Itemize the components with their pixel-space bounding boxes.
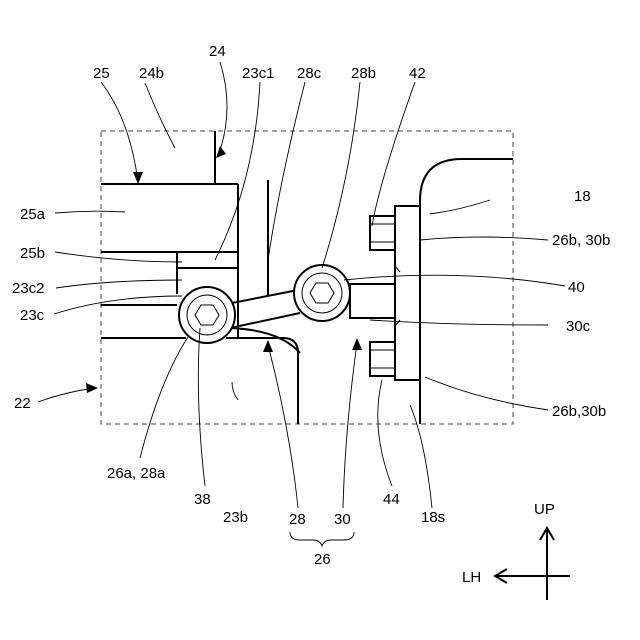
label-25: 25	[93, 65, 110, 82]
label-18: 18	[574, 188, 591, 205]
label-44: 44	[383, 491, 400, 508]
label-28b: 28b	[351, 65, 376, 82]
label-23c2: 23c2	[12, 280, 45, 297]
label-42: 42	[409, 65, 426, 82]
label-25a: 25a	[20, 206, 46, 223]
label-30: 30	[334, 511, 351, 528]
label-23c: 23c	[20, 307, 45, 324]
label-28c: 28c	[297, 65, 322, 82]
label-18s: 18s	[421, 509, 445, 526]
label-40: 40	[568, 279, 585, 296]
label-23b: 23b	[223, 509, 248, 526]
label-23c1: 23c1	[242, 65, 275, 82]
direction-up-label: UP	[534, 501, 555, 518]
direction-lh-label: LH	[462, 569, 481, 586]
plate-26b-30b	[395, 206, 420, 380]
bolt-44	[370, 342, 395, 376]
label-24b: 24b	[139, 65, 164, 82]
label-25b: 25b	[20, 245, 45, 262]
pivot-bolt-38	[179, 287, 235, 343]
label-38: 38	[194, 491, 211, 508]
label-26b-30b-bottom: 26b,30b	[552, 403, 606, 420]
bracket-18	[420, 159, 513, 424]
label-22: 22	[14, 395, 31, 412]
label-26a-28a: 26a, 28a	[107, 465, 166, 482]
bracket-arm-30	[350, 284, 395, 318]
bolt-42	[370, 216, 395, 250]
label-30c: 30c	[566, 318, 591, 335]
direction-indicator: UP LH	[462, 501, 570, 600]
label-28: 28	[289, 511, 306, 528]
label-26: 26	[314, 551, 331, 568]
label-24: 24	[209, 43, 226, 60]
label-26b-30b-top: 26b, 30b	[552, 232, 610, 249]
link-arm-28	[230, 180, 300, 353]
pivot-bolt-40	[294, 265, 350, 321]
